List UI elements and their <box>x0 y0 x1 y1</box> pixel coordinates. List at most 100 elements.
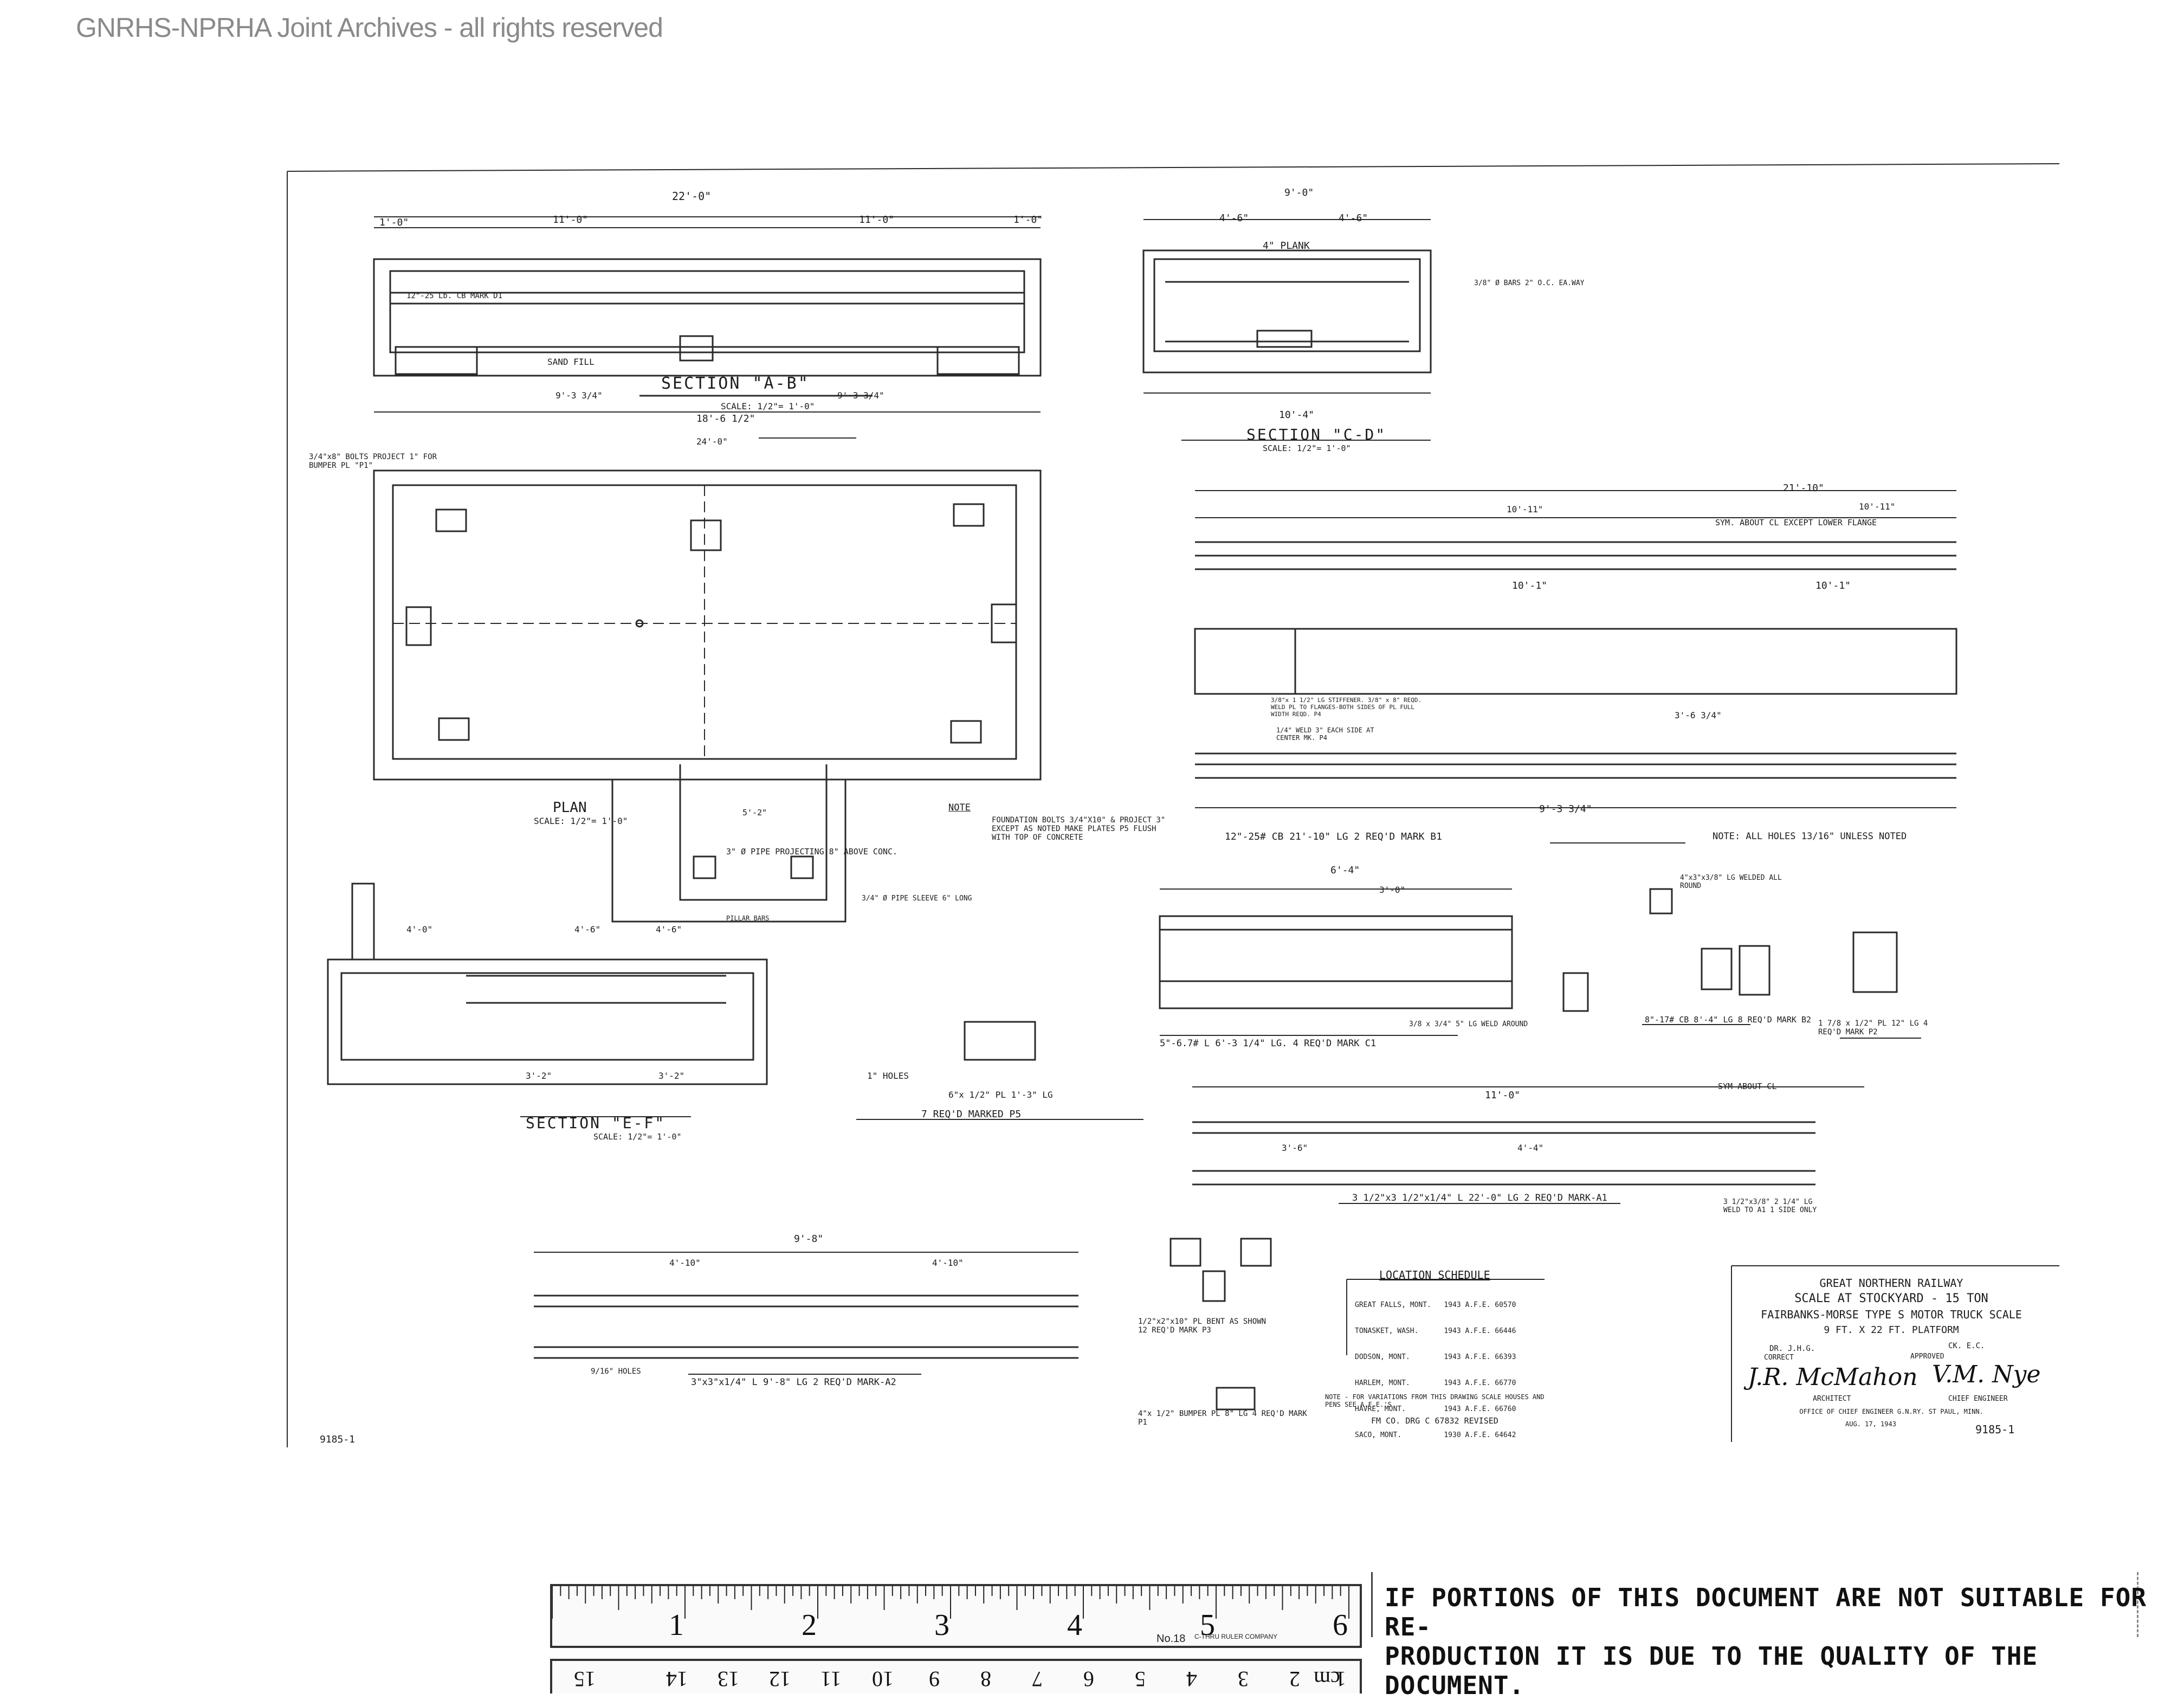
dim-ef-top3: 4'-6" <box>656 924 682 935</box>
dim-pit-width: 5'-2" <box>742 808 767 817</box>
dim-a2-overall: 9'-8" <box>794 1233 824 1245</box>
label-holes-note: NOTE: ALL HOLES 13/16" UNLESS NOTED <box>1713 831 1907 842</box>
section-cd-scale: SCALE: 1/2"= 1'-0" <box>1263 443 1351 453</box>
angle-a1-detail <box>1192 1086 1864 1204</box>
drawing-date: AUG. 17, 1943 <box>1845 1420 1896 1428</box>
ruler-cm-11: 11 <box>820 1667 842 1691</box>
label-c1-mark: 5"-6.7# L 6'-3 1/4" LG. 4 REQ'D MARK C1 <box>1160 1038 1377 1049</box>
inch-ruler: 1 2 3 4 5 6 No.18 C-THRU RULER COMPANY <box>550 1584 1362 1648</box>
notice-line-2: PRODUCTION IT IS DUE TO THE QUALITY OF T… <box>1385 1641 2038 1700</box>
quality-notice: IF PORTIONS OF THIS DOCUMENT ARE NOT SUI… <box>1385 1583 2184 1700</box>
architect-signature: J.R. McMahon <box>1748 1363 1918 1391</box>
dim-c1-seg: 3'-0" <box>1379 885 1406 895</box>
ruler-cm-1: 1 <box>1335 1667 1346 1691</box>
engineer-label: CHIEF ENGINEER <box>1948 1395 2008 1403</box>
dim-ab-bottom2: 9'-3 3/4" <box>837 390 884 401</box>
plan-view <box>373 469 1042 923</box>
ruler-cm-9: 9 <box>929 1667 940 1691</box>
checked-by: CK. E.C. <box>1948 1342 1985 1350</box>
dim-cd-left: 4'-6" <box>1219 212 1249 224</box>
label-c1-angle: 3/8 x 3/4" 5" LG WELD AROUND <box>1409 1020 1528 1028</box>
plate-p5-detail <box>856 1021 1143 1120</box>
dim-a1-seg1: 3'-6" <box>1282 1143 1308 1153</box>
dim-cd-overall: 9'-0" <box>1284 187 1314 198</box>
dim-a2-seg-l: 4'-10" <box>669 1258 701 1268</box>
ruler-inch-3: 3 <box>934 1608 949 1642</box>
note-heading: NOTE <box>948 802 971 813</box>
notice-frame <box>1371 1572 2138 1637</box>
ruler-cm-2: 2 <box>1289 1667 1300 1691</box>
dim-cd-bottom: 10'-4" <box>1279 409 1315 421</box>
drawn-by: DR. J.H.G. <box>1769 1344 1815 1353</box>
dim-ab-left: 11'-0" <box>553 214 589 226</box>
location-schedule-heading: LOCATION SCHEDULE <box>1379 1268 1490 1282</box>
angle-c1-detail <box>1159 888 1589 1036</box>
label-stiffener: 3/8"x 1 1/2" LG STIFFENER. 3/8" x 8" REQ… <box>1271 697 1422 718</box>
section-ef-scale: SCALE: 1/2"= 1'-0" <box>593 1132 682 1142</box>
notice-line-1: IF PORTIONS OF THIS DOCUMENT ARE NOT SUI… <box>1385 1583 2147 1641</box>
label-a2-holes: 9/16" HOLES <box>591 1367 641 1376</box>
dim-a1-seg2: 4'-4" <box>1517 1143 1544 1153</box>
note-text: FOUNDATION BOLTS 3/4"X10" & PROJECT 3" E… <box>992 816 1166 842</box>
dim-ab-overall: 22'-0" <box>672 190 712 203</box>
dim-ef-top1: 4'-0" <box>406 924 433 935</box>
ruler-cm-10: 10 <box>872 1667 894 1691</box>
label-bolts-note: 3/4"x8" BOLTS PROJECT 1" FOR BUMPER PL "… <box>309 453 437 470</box>
label-p5-mark: 6"x 1/2" PL 1'-3" LG <box>948 1090 1053 1100</box>
ruler-cm-12: 12 <box>769 1667 791 1691</box>
dim-ab-end-r: 1'-0" <box>1013 214 1043 226</box>
ruler-cm-7: 7 <box>1032 1667 1043 1691</box>
railway-name: GREAT NORTHERN RAILWAY <box>1819 1277 1963 1290</box>
section-ef-title: SECTION "E-F" <box>526 1114 666 1132</box>
location-schedule-list: GREAT FALLS, MONT. 1943 A.F.E. 60570 TON… <box>1355 1284 1516 1448</box>
dim-b1-seg3: 9'-3 3/4" <box>1539 803 1592 815</box>
label-b2-mark: 8"-17# CB 8'-4" LG 8 REQ'D MARK B2 <box>1645 1015 1812 1025</box>
angle-a2-detail <box>534 1252 1078 1375</box>
dim-cd-right: 4'-6" <box>1339 212 1368 224</box>
label-p2-mark: 1 7/8 x 1/2" PL 12" LG 4 REQ'D MARK P2 <box>1818 1019 1928 1036</box>
plate-p3-p1-detail <box>1169 1238 1272 1411</box>
dim-b1-overall: 21'-10" <box>1783 482 1824 494</box>
location-row: TONASKET, WASH. 1943 A.F.E. 66446 <box>1355 1327 1516 1335</box>
archive-watermark: GNRHS-NPRHA Joint Archives - all rights … <box>76 12 663 43</box>
location-row: SACO, MONT. 1930 A.F.E. 64642 <box>1355 1431 1516 1439</box>
label-pillar-bars: PILLAR BARS <box>726 915 770 922</box>
cm-ruler: cm 1 2 3 4 5 6 7 8 9 10 11 12 13 14 15 <box>550 1659 1362 1693</box>
dim-ef-bot1: 3'-2" <box>526 1071 552 1081</box>
approved-label: APPROVED <box>1910 1353 1944 1361</box>
ruler-cm-13: 13 <box>718 1667 739 1691</box>
ruler-cm-3: 3 <box>1238 1667 1249 1691</box>
label-p1-mark: 4"x 1/2" BUMPER PL 8" LG 4 REQ'D MARK P1 <box>1138 1409 1307 1427</box>
label-b1-mark: 12"-25# CB 21'-10" LG 2 REQ'D MARK B1 <box>1225 831 1442 842</box>
ruler-cm-5: 5 <box>1135 1667 1146 1691</box>
section-ab-title: SECTION "A-B" <box>661 374 810 393</box>
ruler-cm-14: 14 <box>666 1667 688 1691</box>
location-row: DODSON, MONT. 1943 A.F.E. 66393 <box>1355 1353 1516 1361</box>
plan-scale: SCALE: 1/2"= 1'-0" <box>534 816 628 826</box>
ref-number-left: 9185-1 <box>320 1434 356 1445</box>
dim-ab-end-l: 1'-0" <box>379 217 409 228</box>
variation-note: NOTE - FOR VARIATIONS FROM THIS DRAWING … <box>1325 1393 1545 1408</box>
title-line-2: FAIRBANKS-MORSE TYPE S MOTOR TRUCK SCALE <box>1761 1308 2022 1321</box>
label-a1-sym: SYM ABOUT CL <box>1718 1081 1777 1091</box>
beam-b1-detail <box>1194 490 1957 843</box>
fm-co-drawing: FM CO. DRG C 67832 REVISED <box>1371 1416 1498 1426</box>
title-block: GREAT NORTHERN RAILWAY SCALE AT STOCKYAR… <box>1731 1266 2051 1450</box>
dim-ab-bottom3: 18'-6 1/2" <box>696 413 755 424</box>
label-p3-mark: 1/2"x2"x10" PL BENT AS SHOWN 12 REQ'D MA… <box>1138 1317 1267 1335</box>
label-holes-1: 1" HOLES <box>867 1071 909 1081</box>
ruler-inch-5: 5 <box>1200 1608 1215 1642</box>
section-ef-view <box>327 883 768 1117</box>
dim-ab-right: 11'-0" <box>859 214 895 226</box>
title-line-1: SCALE AT STOCKYARD - 15 TON <box>1794 1292 1988 1305</box>
ruler-inch-2: 2 <box>802 1608 817 1642</box>
drawing-number: 9185-1 <box>1975 1423 2015 1436</box>
title-line-3: 9 FT. X 22 FT. PLATFORM <box>1824 1324 1959 1336</box>
label-cb-d1: 12"-25 Lb. CB MARK D1 <box>406 292 503 300</box>
dim-b1-seg1: 10'-1" <box>1512 580 1548 591</box>
dim-b1-half-r: 10'-11" <box>1859 501 1896 512</box>
label-p5-req: 7 REQ'D MARKED P5 <box>921 1109 1022 1120</box>
engineer-signature: V.M. Nye <box>1932 1361 2041 1388</box>
ruler-cm-6: 6 <box>1083 1667 1094 1691</box>
location-row: GREAT FALLS, MONT. 1943 A.F.E. 60570 <box>1355 1301 1516 1309</box>
